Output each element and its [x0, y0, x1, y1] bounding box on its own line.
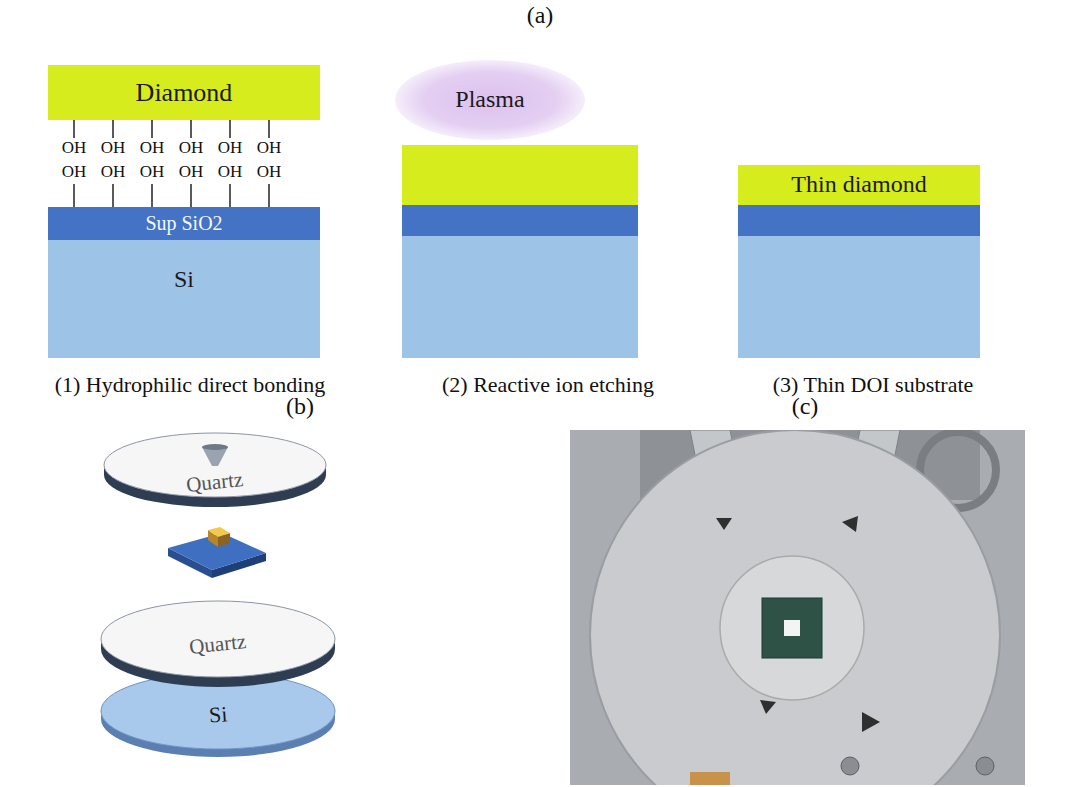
thin-diamond-layer: Thin diamond [738, 165, 980, 205]
silicon-layer [402, 236, 638, 358]
plasma-ellipse [395, 60, 585, 140]
hydroxyl-group: OH [257, 138, 282, 158]
sample-chip [168, 527, 266, 578]
node-text: Plasma [455, 86, 524, 114]
hydroxyl-group: OH [140, 162, 165, 182]
oxide-layer: Sup SiO2 [48, 207, 320, 240]
node-text: Diamond [136, 78, 233, 108]
bond-ticks [74, 120, 269, 207]
hydroxyl-group: OH [218, 138, 243, 158]
panel-label: (c) [792, 393, 819, 421]
quartz-disc: Quartz [100, 600, 336, 688]
oxide-layer [402, 205, 638, 236]
step-caption: (1) Hydrophilic direct bonding [55, 372, 326, 397]
bonding-tool-photo [570, 430, 1025, 785]
hydroxyl-group: OH [179, 162, 204, 182]
silicon-layer [738, 236, 980, 358]
diamond-layer: Diamond [48, 65, 320, 120]
node-text: Si [208, 702, 228, 729]
node-text: Si [174, 266, 194, 294]
hydroxyl-group: OH [140, 138, 165, 158]
diamond-layer [402, 145, 638, 205]
plasma-cloud: Plasma [395, 60, 585, 140]
hydroxyl-group: OH [218, 162, 243, 182]
node-text: Thin diamond [791, 171, 926, 199]
panel-label: (b) [286, 393, 314, 421]
oxide-layer [738, 205, 980, 236]
hydroxyl-group: OH [101, 162, 126, 182]
hydroxyl-group: OH [62, 138, 87, 158]
hydroxyl-group: OH [257, 162, 282, 182]
quartz-disc: Quartz [103, 432, 327, 508]
hydroxyl-group: OH [179, 138, 204, 158]
disc-face [101, 601, 335, 677]
node-text: Sup SiO2 [145, 212, 222, 235]
panel-label: (a) [527, 2, 554, 30]
hydroxyl-group: OH [101, 138, 126, 158]
hydroxyl-group: OH [62, 162, 87, 182]
disc-face [104, 433, 326, 497]
disc-face [101, 673, 335, 749]
step-caption: (2) Reactive ion etching [442, 372, 654, 397]
silicon-layer: Si [48, 240, 320, 358]
center-hole [202, 444, 228, 450]
